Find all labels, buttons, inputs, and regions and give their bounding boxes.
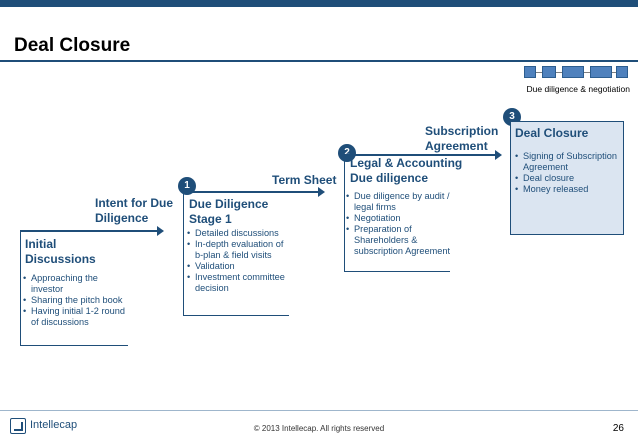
transition-arrow [344,150,502,160]
process-minimap [524,66,628,80]
stage-title: Due Diligence Stage 1 [189,197,269,226]
stage-bullets: Due diligence by audit / legal firms Neg… [346,191,452,257]
stage-legal-accounting-box [344,160,450,272]
bullet-item: Having initial 1-2 round of discussions [23,306,127,328]
stage-bullets: Signing of Subscription Agreement Deal c… [515,151,621,195]
bullet-item: Approaching the investor [23,273,127,295]
minimap-step-5 [616,66,628,78]
page-title: Deal Closure [14,35,131,56]
stage-title: Legal & Accounting Due diligence [350,156,463,185]
stage-bullets: Detailed discussions In-depth evaluation… [187,228,291,294]
minimap-step-3 [562,66,584,78]
stage-due-diligence-box [183,194,289,316]
transition-label: Term Sheet [272,173,337,187]
minimap-connector [536,72,542,73]
step-number-badge: 1 [178,177,196,195]
bullet-item: Money released [515,184,621,195]
title-divider [0,60,638,62]
bullet-item: Due diligence by audit / legal firms [346,191,452,213]
brand-name: Intellecap [30,419,78,431]
minimap-connector [584,72,590,73]
copyright-text: © 2013 Intellecap. All rights reserved [253,424,385,433]
bullet-item: In-depth evaluation of b-plan & field vi… [187,239,291,261]
transition-label: Subscription Agreement [425,124,499,153]
bullet-item: Detailed discussions [187,228,291,239]
top-bar [0,0,638,7]
page-number: 26 [612,423,624,434]
bullet-item: Sharing the pitch book [23,295,127,306]
stage-title: Initial Discussions [25,237,96,266]
minimap-caption: Due diligence & negotiation [526,84,631,94]
bullet-item: Validation [187,261,291,272]
minimap-step-2 [542,66,556,78]
stage-title: Deal Closure [515,126,589,140]
footer-divider [0,410,638,411]
step-number-badge: 2 [338,144,356,162]
bullet-item: Investment committee decision [187,272,291,294]
minimap-connector [612,72,616,73]
transition-arrow [183,187,325,197]
bullet-item: Preparation of Shareholders & subscripti… [346,224,452,257]
bullet-item: Signing of Subscription Agreement [515,151,621,173]
transition-label: Intent for Due Diligence [95,196,173,225]
bullet-item: Negotiation [346,213,452,224]
brand-logo: Intellecap [10,418,120,436]
transition-arrow [20,226,164,236]
logo-icon [10,418,26,434]
minimap-step-4 [590,66,612,78]
stage-bullets: Approaching the investor Sharing the pit… [23,273,127,328]
minimap-connector [556,72,562,73]
stage-initial-discussions-box [20,232,128,346]
bullet-item: Deal closure [515,173,621,184]
minimap-step-1 [524,66,536,78]
